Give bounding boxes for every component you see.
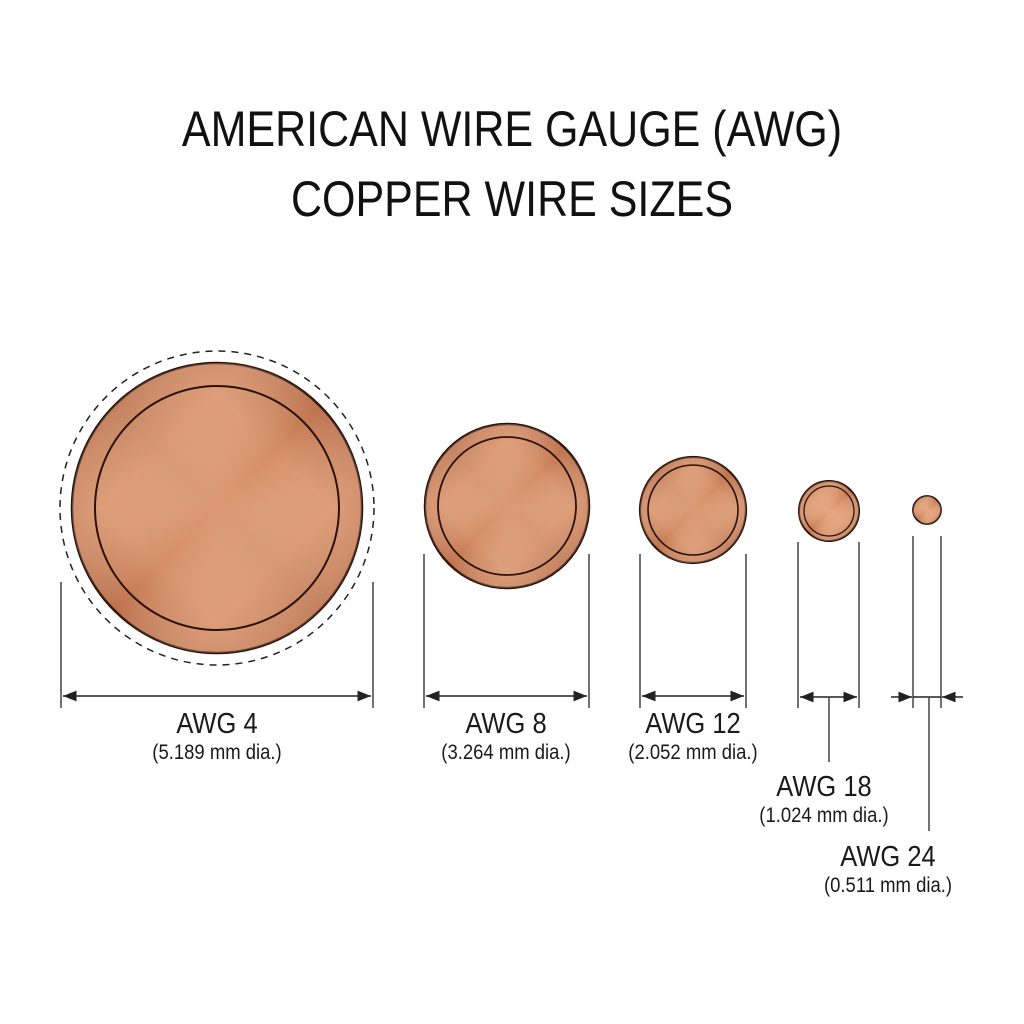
diameter-label: (2.052 mm dia.): [628, 741, 758, 764]
insulation-outline-dashed: [59, 350, 375, 666]
diameter-label: (0.511 mm dia.): [823, 874, 953, 897]
label-awg-18: AWG 18 (1.024 mm dia.): [736, 771, 912, 829]
wire-awg-8: [423, 422, 591, 708]
gauge-label: AWG 24: [840, 841, 936, 873]
gauge-label: AWG 8: [465, 708, 547, 740]
label-awg-24: AWG 24 (0.511 mm dia.): [800, 841, 976, 899]
diameter-label: (1.024 mm dia.): [759, 804, 889, 827]
gauge-label: AWG 4: [176, 708, 258, 740]
diagram-title-line-1: AMERICAN WIRE GAUGE (AWG): [181, 101, 843, 157]
wire-awg-18: [797, 480, 860, 762]
label-awg-12: AWG 12 (2.052 mm dia.): [605, 708, 781, 766]
wire-awg-24: [891, 495, 963, 831]
diagram-title-line-2: COPPER WIRE SIZES: [290, 171, 734, 227]
label-awg-8: AWG 8 (3.264 mm dia.): [418, 708, 594, 766]
diameter-label: (5.189 mm dia.): [152, 741, 282, 764]
wire-awg-12: [638, 455, 748, 708]
gauge-label: AWG 12: [645, 708, 741, 740]
diameter-label: (3.264 mm dia.): [441, 741, 571, 764]
gauge-label: AWG 18: [776, 771, 872, 803]
label-awg-4: AWG 4 (5.189 mm dia.): [129, 708, 305, 766]
wire-awg-4: [59, 350, 375, 708]
